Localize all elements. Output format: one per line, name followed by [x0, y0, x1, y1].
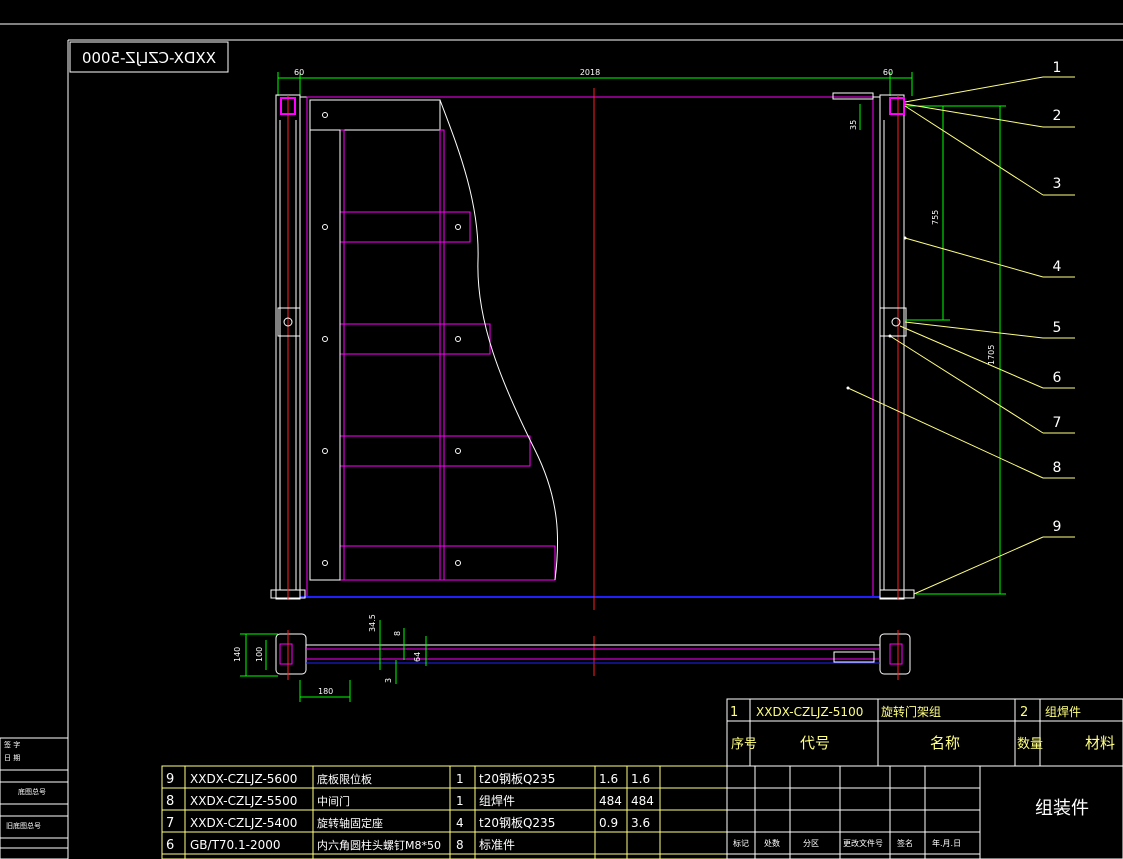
bom-top-qty: 2 [1020, 705, 1028, 720]
bom-row-9-name: 底板限位板 [317, 772, 372, 786]
bom-row-9-code: XXDX-CZLJZ-5600 [190, 772, 297, 786]
bom-top-no: 1 [730, 705, 738, 720]
bom-header-code: 代号 [800, 734, 830, 752]
balloon-7: 7 [1053, 415, 1062, 431]
stamp-label-3: 签 字 [4, 740, 20, 749]
bom-row-6-no: 6 [166, 838, 174, 853]
bom-row-6-code: GB/T70.1-2000 [190, 838, 281, 852]
signoff-label-date: 年.月.日 [932, 838, 961, 848]
bom-top-name: 旋转门架组 [881, 704, 941, 719]
dim-plate-8: 8 [393, 631, 402, 636]
bom-top-code: XXDX-CZLJZ-5100 [756, 705, 863, 719]
top-dimension: 60 2018 60 [277, 68, 913, 96]
bom-header-name: 名称 [930, 734, 960, 752]
assembly-label: 组装件 [1035, 798, 1089, 819]
bom-row-9-no: 9 [166, 772, 174, 787]
balloon-1: 1 [1053, 60, 1062, 76]
dim-right-offset: 60 [883, 68, 893, 77]
bom-row-6-name: 内六角圆柱头螺钉M8*50 [317, 838, 441, 852]
title-block: 标记 处数 分区 更改文件号 签名 年.月.日 组装件 [726, 765, 1123, 859]
code-box [69, 41, 229, 73]
bom-table: 9 XXDX-CZLJZ-5600 底板限位板 1 t20钢板Q235 1.6 … [161, 765, 728, 859]
front-view [270, 88, 915, 610]
dim-hinge-spacing: 755 [931, 210, 940, 225]
bom-row-8-no: 8 [166, 794, 174, 809]
bom-row-9-unit: 1.6 [599, 772, 618, 786]
bom-header-material: 材料 [1085, 734, 1115, 752]
bom-row-8-name: 中间门 [317, 794, 350, 808]
stamp-label-1: 底图总号 [18, 787, 46, 796]
balloon-labels: 1 2 3 4 5 6 7 8 9 [1053, 60, 1062, 535]
dim-hinge-base: 180 [318, 687, 333, 696]
balloon-5: 5 [1053, 320, 1062, 336]
bom-row-9-total: 1.6 [631, 772, 650, 786]
signoff-label-signature: 签名 [897, 838, 913, 848]
bom-row-7-total: 3.6 [631, 816, 650, 830]
bom-header-block: 1 XXDX-CZLJZ-5100 旋转门架组 2 组焊件 序号 代号 名称 数… [726, 698, 1123, 767]
balloon-4: 4 [1053, 259, 1062, 275]
balloon-leaders [846, 76, 1075, 595]
bom-row-7-code: XXDX-CZLJZ-5400 [190, 816, 297, 830]
signoff-label-change-doc: 更改文件号 [843, 838, 883, 848]
bom-row-8-qty: 1 [456, 794, 464, 808]
balloon-9: 9 [1053, 519, 1062, 535]
code-box-text: XXDX-CZLJZ-5000 [82, 49, 216, 67]
bom-header-qty: 数量 [1017, 737, 1043, 752]
bom-row-7-unit: 0.9 [599, 816, 618, 830]
bom-row-8-code: XXDX-CZLJZ-5500 [190, 794, 297, 808]
dim-section-inner: 100 [255, 647, 264, 662]
stamp-label-2: 旧底图总号 [6, 821, 41, 830]
bom-header-no: 序号 [731, 737, 757, 752]
right-dimensions: 35 755 1705 [849, 104, 1006, 595]
bom-row-8-material: 组焊件 [479, 793, 515, 808]
plan-view: 140 100 180 34.5 8 64 3 [233, 614, 911, 702]
signoff-label-mark: 标记 [733, 838, 749, 848]
dim-flange-offset: 34.5 [368, 614, 377, 632]
dim-plate-3: 3 [384, 678, 393, 683]
signoff-label-zone: 分区 [803, 839, 819, 848]
balloon-2: 2 [1053, 108, 1062, 124]
dim-top-gap: 35 [849, 120, 858, 130]
bom-row-8-unit: 484 [599, 794, 622, 808]
stamp-label-4: 日 期 [4, 754, 20, 762]
bom-row-8-total: 484 [631, 794, 654, 808]
bom-row-7-no: 7 [166, 816, 174, 831]
dim-left-offset: 60 [294, 68, 304, 77]
bom-row-9-qty: 1 [456, 772, 464, 786]
dim-overall-width: 2018 [580, 68, 600, 77]
bom-top-material: 组焊件 [1045, 704, 1081, 719]
dim-overall-height: 1705 [987, 345, 996, 365]
bom-row-6-material: 标准件 [479, 838, 515, 852]
signoff-label-count: 处数 [764, 838, 780, 848]
left-stamp-column: 底图总号 旧底图总号 签 字 日 期 [0, 737, 69, 859]
dim-section-height: 140 [233, 647, 242, 662]
bom-row-9-material: t20钢板Q235 [479, 772, 555, 786]
balloon-6: 6 [1053, 370, 1062, 386]
bom-row-6-qty: 8 [456, 838, 464, 852]
bom-row-7-name: 旋转轴固定座 [317, 816, 383, 830]
bom-row-7-qty: 4 [456, 816, 464, 830]
dim-plate-64: 64 [413, 652, 422, 662]
balloon-3: 3 [1053, 176, 1062, 192]
bom-row-7-material: t20钢板Q235 [479, 816, 555, 830]
balloon-8: 8 [1053, 460, 1062, 476]
